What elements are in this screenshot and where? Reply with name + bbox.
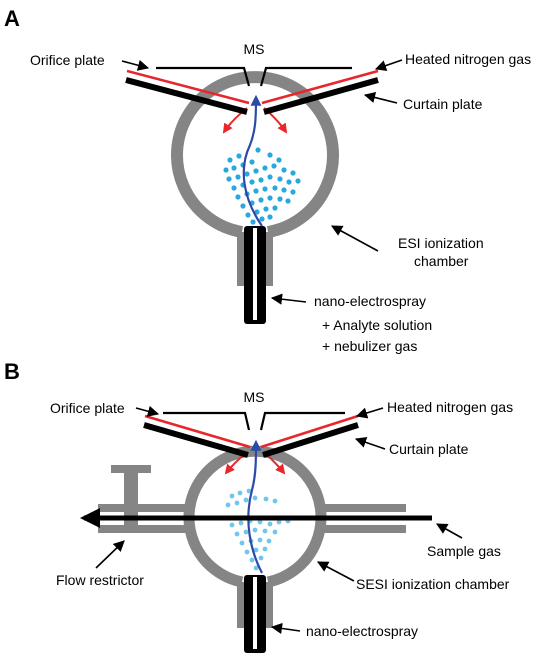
panel-a: A [4,6,531,354]
sesi-tube-right-top [318,504,406,512]
nano-pointer-a [270,293,307,305]
orifice-plate-label-a: Orifice plate [30,52,105,68]
ion-path-b [247,439,263,574]
curtain-plate-right-b [262,422,359,458]
chamber-pointer-a [331,225,379,252]
esi-chamber [171,71,339,324]
heated-gas-label-b: Heated nitrogen gas [387,399,513,415]
orifice-plate-left-a [156,66,251,87]
sample-gas-label: Sample gas [427,543,501,559]
flow-restrictor-valve [111,465,151,525]
heated-gas-line-right-a [261,69,379,105]
heated-gas-pointer-a [374,59,403,71]
heated-gas-label-a: Heated nitrogen gas [405,51,531,67]
ion-path-a [242,94,263,227]
curtain-plate-label-b: Curtain plate [389,441,469,457]
analyte-label-a: + Analyte solution [322,317,432,333]
nebulizer-label-a: + nebulizer gas [322,338,417,354]
sesi-chamber-label: SESI ionization chamber [356,576,510,592]
nano-label-b: nano-electrospray [306,623,418,639]
curtain-plate-label-a: Curtain plate [403,96,483,112]
curtain-plate-left-b [143,422,249,458]
sesi-emitter-bore [253,577,257,649]
curtain-plate-right-a [263,77,379,115]
heated-gas-line-left-a [126,69,250,105]
esi-emitter-bore [253,228,257,320]
chamber-label-a-line1: ESI ionization [398,235,484,251]
orifice-plate-right-a [259,66,352,87]
curtain-pointer-b [354,436,386,450]
heated-gas-line-left-b [144,414,251,449]
panel-b-letter: B [4,359,20,384]
heated-gas-line-right-b [260,414,359,449]
orifice-pointer-a [121,59,150,71]
ms-label-b: MS [244,389,265,405]
orifice-plate-left-b [163,411,251,431]
ms-label-a: MS [244,41,265,57]
nano-label-a: nano-electrospray [314,293,426,309]
curtain-pointer-a [363,92,398,104]
chamber-label-a-line2: chamber [414,253,469,269]
sesi-chamber-pointer [317,561,355,582]
spray-plume-a [223,147,301,225]
sample-gas-pointer [436,523,463,539]
sesi-tube-left-top [98,504,191,512]
heated-gas-pointer-b [355,407,384,419]
sesi-tube-left-bottom [98,525,191,533]
spray-plume-b [225,488,291,571]
nano-pointer-b [270,622,301,634]
flow-restrictor-pointer [95,540,125,569]
orifice-plate-right-b [259,411,345,431]
flow-restrictor-label: Flow restrictor [56,572,144,588]
orifice-plate-label-b: Orifice plate [50,400,125,416]
curtain-plate-left-a [125,77,248,115]
panel-b: B [4,359,513,653]
sesi-tube-right-bottom [318,525,406,533]
orifice-pointer-b [135,405,160,417]
panel-a-letter: A [4,6,20,31]
